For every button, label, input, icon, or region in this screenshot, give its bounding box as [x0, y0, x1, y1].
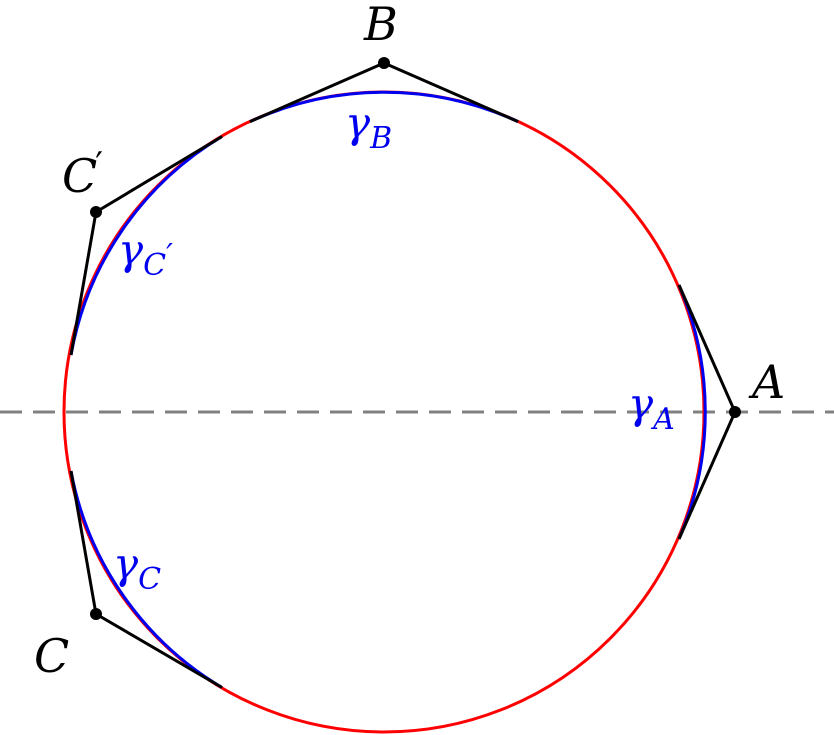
tangent-a-top: [677, 284, 737, 413]
label-gamma-c-prime-sub-mark: ′: [166, 238, 173, 273]
tangent-c-prime-bottom: [69, 211, 98, 356]
arc-gamma-a: [677, 284, 707, 540]
arc-gamma-c-prime: [69, 135, 223, 356]
tangent-c-top: [69, 470, 98, 615]
tangent-c-prime-top: [95, 135, 223, 214]
point-c-dot: [90, 608, 102, 620]
label-gamma-c-prime-sub: C: [143, 248, 166, 283]
label-gamma-c-prime: γC′: [118, 225, 173, 283]
tangent-c-bottom: [95, 612, 223, 689]
label-c-prime-mark: ′: [95, 145, 103, 185]
label-c-prime-letter: C: [62, 149, 97, 203]
label-gamma-c-sub: C: [138, 562, 161, 597]
label-gamma-c-prime-symbol: γ: [118, 225, 144, 274]
label-c: C: [34, 629, 69, 683]
tangent-a-bottom: [677, 411, 737, 540]
point-c-prime-dot: [90, 206, 102, 218]
label-gamma-b-sub: B: [369, 121, 392, 156]
label-b: B: [363, 0, 398, 51]
tangent-b-right: [383, 61, 519, 123]
label-gamma-c: γC: [113, 539, 161, 597]
arc-gamma-c: [69, 470, 223, 689]
tangent-segments: [69, 61, 737, 689]
label-gamma-b-symbol: γ: [345, 98, 371, 147]
arc-gamma-b: [249, 90, 519, 123]
label-gamma-b: γB: [345, 98, 392, 156]
label-gamma-a: γA: [628, 379, 675, 437]
label-gamma-c-symbol: γ: [113, 539, 139, 588]
tangent-b-left: [249, 61, 385, 123]
label-gamma-a-sub: A: [650, 402, 675, 437]
label-gamma-a-symbol: γ: [628, 379, 654, 428]
label-c-prime: C′: [62, 145, 103, 203]
point-b-dot: [378, 57, 390, 69]
point-a-dot: [729, 406, 741, 418]
label-a: A: [748, 355, 785, 409]
